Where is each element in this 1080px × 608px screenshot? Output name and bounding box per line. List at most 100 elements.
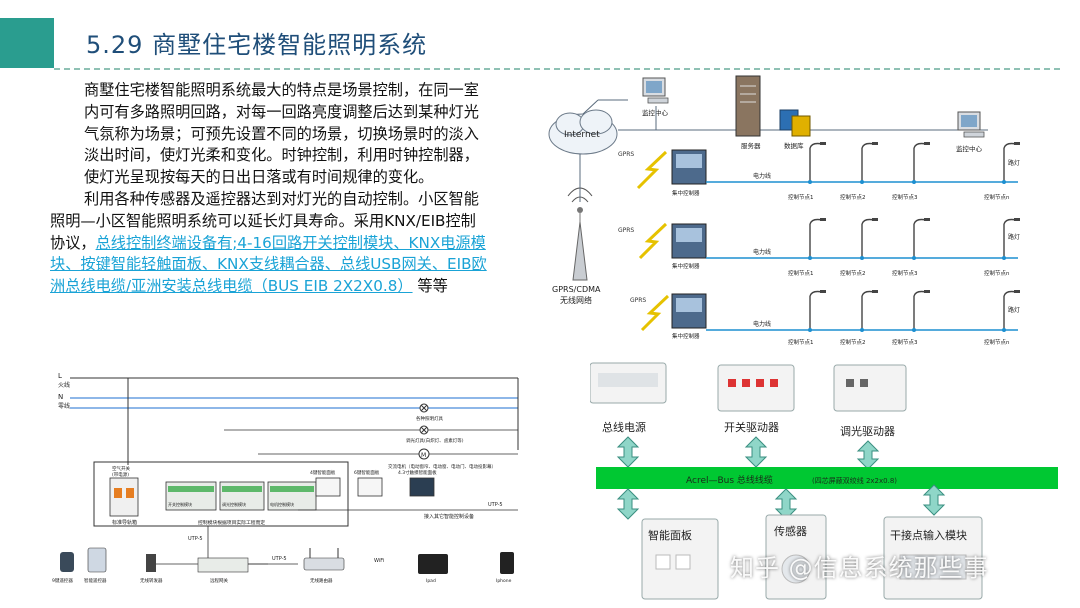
street-lamps <box>808 142 1020 332</box>
module-3-label: 电机控制模块 <box>270 501 294 507</box>
power-line-label-1: 电力线 <box>753 172 771 180</box>
internet-cloud-icon: Internet <box>548 109 618 155</box>
lighting-row-2: GPRS 集中控制器 电力线 路灯 控制节点1 控制节点2 控制节点3 控制节点… <box>618 222 1020 277</box>
dimmer-load-icon <box>419 425 429 435</box>
concentrator-label-3: 集中控制器 <box>672 332 700 340</box>
body-text: 商墅住宅楼智能照明系统最大的特点是场景控制，在同一室内可有多路照明回路，对每一回… <box>50 80 490 298</box>
gprs-label-2: GPRS <box>618 227 634 234</box>
network-diagram: Internet 监控中心 服务器 数据库 <box>548 72 1060 347</box>
street-lamp-icon <box>860 142 878 184</box>
iphone-icon <box>500 552 514 574</box>
power-line-label-2: 电力线 <box>753 248 771 256</box>
other-devices-label: 接入其它智能控制设备 <box>424 513 474 520</box>
street-lamp-icon <box>860 290 878 332</box>
transmitter-label: 无线转发器 <box>140 577 163 584</box>
concentrator-label-2: 集中控制器 <box>672 262 700 270</box>
line-n-label: N <box>58 393 63 401</box>
remote-1-label: 9键遥控器 <box>52 577 73 584</box>
street-lamp-icon <box>1002 290 1020 332</box>
bus-power-device: 总线电源 <box>590 362 667 434</box>
node-n-label-r3: 控制节点n <box>984 338 1010 346</box>
utp-label-2: UTP-5 <box>188 536 203 542</box>
node-3-label-r3: 控制节点3 <box>892 338 918 346</box>
line-zero-label: 零线 <box>58 402 70 410</box>
street-lamp-icon <box>912 290 930 332</box>
node-2-label-r2: 控制节点2 <box>840 269 866 277</box>
lighting-row-1: GPRS 集中控制器 电力线 路灯 控制节点1 控制节点2 控制节点3 控制节点… <box>618 149 1020 201</box>
street-light-label-2: 路灯 <box>1008 233 1020 241</box>
router-label: 无线路由器 <box>310 577 333 584</box>
remote-9key-icon <box>60 552 74 572</box>
database-icon: 数据库 <box>779 109 811 150</box>
air-switch-label-2: (带电源) <box>112 471 129 478</box>
power-line-label-3: 电力线 <box>753 320 771 328</box>
iphone-label: Iphone <box>496 578 512 584</box>
panel-43-label: 4.3寸触摸智能面板 <box>398 469 437 476</box>
bus-diagram: 总线电源 开关驱动器 调光驱动器 Acrel—Bus 总线线缆 (四芯屏蔽双绞线… <box>590 355 1060 605</box>
tower-label-2: 无线网络 <box>560 295 592 305</box>
cell-tower-icon: GPRS/CDMA 无线网络 <box>552 187 601 305</box>
gprs-label-3: GPRS <box>630 297 646 304</box>
paragraph-2-text: 利用各种传感器及遥控器达到对灯光的自动控制。小区智能照明—小区智能照明系统可以延… <box>50 189 479 252</box>
tower-label-1: GPRS/CDMA <box>552 285 601 294</box>
database-label: 数据库 <box>784 141 804 150</box>
title-accent-bar <box>0 18 54 68</box>
node-n-label-r2: 控制节点n <box>984 269 1010 277</box>
title-divider <box>54 68 1060 70</box>
bus-cable-spec: (四芯屏蔽双绞线 2x2x0.8) <box>812 476 897 485</box>
wifi-router-icon <box>303 548 345 571</box>
monitor-pc-icon: 监控中心 <box>642 77 669 117</box>
ipad-icon <box>418 554 448 574</box>
ipad-label: Ipad <box>426 578 436 584</box>
panel-6-label: 6键智能面板 <box>354 469 380 476</box>
svg-text:M: M <box>421 452 426 459</box>
lighting-row-3: GPRS 集中控制器 电力线 路灯 控制节点1 控制节点2 控制节点3 控制节点… <box>630 293 1020 346</box>
paragraph-2-tail: 等等 <box>417 277 448 296</box>
air-switch-icon: 空气开关 (带电源) <box>109 465 139 517</box>
rail-label: 标准导轨箱 <box>112 519 137 526</box>
watermark: 知乎 @信息系统那些事 <box>730 554 989 582</box>
switch-driver-label: 开关驱动器 <box>724 420 779 434</box>
node-n-label-r1: 控制节点n <box>984 193 1010 201</box>
motor-load-icon: M <box>418 448 430 460</box>
gateway-label: 远程网关 <box>210 577 228 584</box>
node-2-label-r1: 控制节点2 <box>840 193 866 201</box>
smart-panel-label: 智能面板 <box>648 528 692 542</box>
dry-contact-device: 干接点输入模块 <box>883 516 983 600</box>
node-1-label-r1: 控制节点1 <box>788 193 814 201</box>
module-list-link[interactable]: 总线控制终端设备有;4-16回路开关控制模块、KNX电源模块、按键智能轻触面板、… <box>50 233 487 296</box>
smart-panel-4-icon <box>315 477 341 497</box>
street-lamp-icon <box>912 218 930 260</box>
panel-4-label: 4键智能面板 <box>310 469 336 476</box>
street-lamp-icon <box>912 142 930 184</box>
line-l-label: L <box>58 372 62 380</box>
monitor-pc-icon-2: 监控中心 <box>956 111 985 153</box>
dry-contact-label: 干接点输入模块 <box>890 528 967 542</box>
street-lamp-icon <box>808 218 826 260</box>
wifi-label: WiFi <box>374 558 384 564</box>
server-label: 服务器 <box>741 141 761 150</box>
sensor-device: 传感器 <box>765 514 827 600</box>
air-switch-label-1: 空气开关 <box>112 465 130 472</box>
monitor-center-label-1: 监控中心 <box>642 108 669 117</box>
load-2-label: 调光灯具(白炽灯、卤素灯等) <box>406 437 464 444</box>
line-fire-label: 火线 <box>58 381 70 389</box>
smart-panel-6-icon <box>357 477 383 497</box>
touch-panel-icon <box>409 477 435 497</box>
smart-remote-icon <box>87 547 107 573</box>
module-caption: 控制模块根据项目实际工程而定 <box>198 519 265 526</box>
load-3-label: 交流电机（电动窗帘、电动窗、电动门、电动投影幕） <box>388 463 496 470</box>
street-lamp-icon <box>808 142 826 184</box>
street-lamp-icon <box>808 290 826 332</box>
node-3-label-r1: 控制节点3 <box>892 193 918 201</box>
wireless-transmitter-icon <box>146 554 156 572</box>
node-3-label-r2: 控制节点3 <box>892 269 918 277</box>
paragraph-1: 商墅住宅楼智能照明系统最大的特点是场景控制，在同一室内可有多路照明回路，对每一回… <box>84 81 479 187</box>
bus-cable <box>596 467 1058 489</box>
gprs-label-1: GPRS <box>618 151 634 158</box>
bus-cable-label: Acrel—Bus 总线线缆 <box>686 474 773 486</box>
dimmer-driver-label: 调光驱动器 <box>840 424 895 438</box>
utp-label-3: UTP-5 <box>272 556 287 562</box>
dimmer-driver-device: 调光驱动器 <box>833 364 907 438</box>
control-modules: 开关控制模块 调光控制模块 电机控制模块 <box>165 481 317 511</box>
